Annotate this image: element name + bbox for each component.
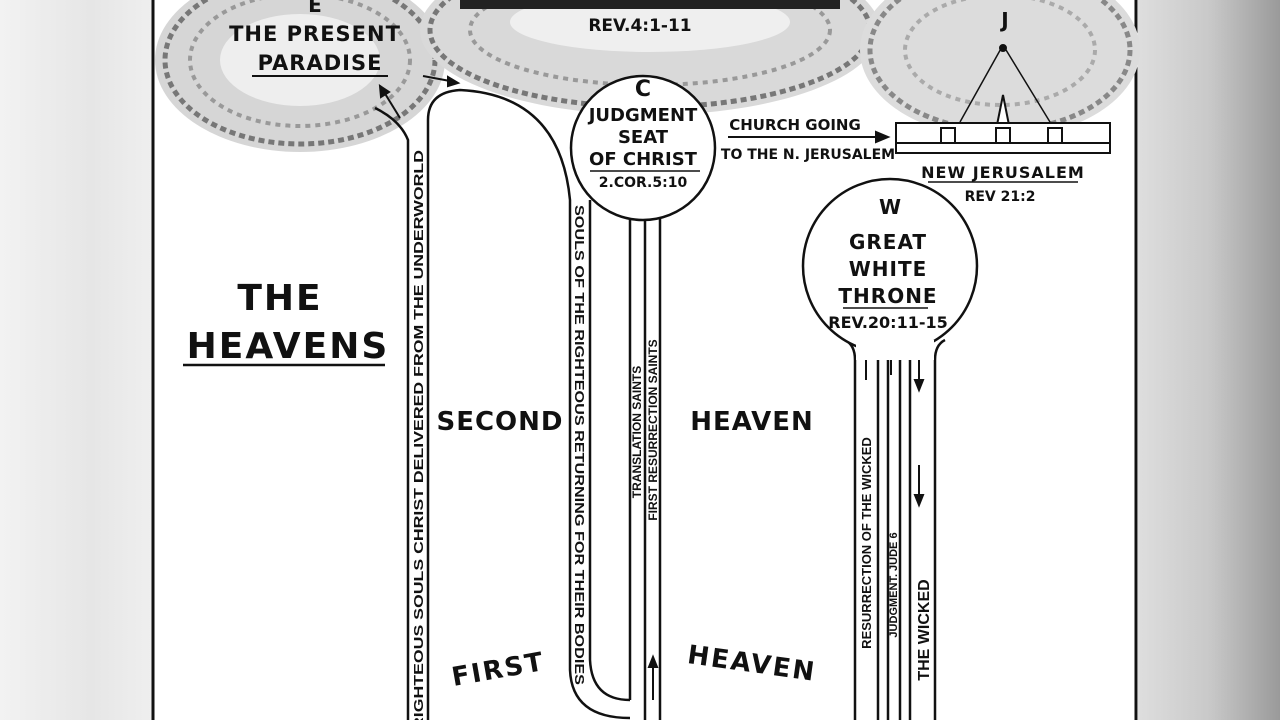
resurrection-wicked-label: RESURRECTION OF THE WICKED — [859, 437, 874, 649]
judgment-seat-letter: C — [635, 77, 651, 102]
throne-neck-mask — [856, 340, 934, 360]
left-background — [0, 0, 152, 720]
paradise-line1: THE PRESENT — [229, 22, 401, 46]
throne-building — [460, 0, 840, 9]
judgment-jude-label: JUDGMENT. JUDE 6 — [888, 532, 900, 637]
heavens-title-line1: THE — [237, 278, 322, 319]
paradise-letter: E — [308, 0, 322, 17]
translation-saints-label: TRANSLATION SAINTS — [630, 366, 644, 498]
righteous-delivered-label: RIGHTEOUS SOULS CHRIST DELIVERED FROM TH… — [411, 150, 426, 720]
judgment-seat-line1: JUDGMENT — [587, 105, 698, 126]
new-jerusalem-building — [895, 44, 1111, 154]
first-resurrection-label: FIRST RESURRECTION SAINTS — [646, 339, 660, 520]
throne-ref: REV.4:1-11 — [588, 16, 691, 36]
great-white-throne-ref: REV.20:11-15 — [828, 313, 947, 332]
great-white-throne-line1: GREAT — [849, 230, 927, 254]
paradise-line2: PARADISE — [258, 51, 383, 75]
great-white-throne-letter: W — [879, 195, 901, 219]
new-jerusalem-letter: J — [999, 8, 1008, 32]
church-going-label2: TO THE N. JERUSALEM — [721, 147, 895, 163]
great-white-throne-line3: THRONE — [838, 284, 937, 308]
judgment-seat-ref: 2.COR.5:10 — [599, 175, 688, 191]
judgment-seat-line2: SEAT — [618, 127, 669, 148]
new-jerusalem-ref: REV 21:2 — [965, 189, 1036, 205]
judgment-seat-circle — [569, 74, 717, 222]
new-jerusalem-title: NEW JERUSALEM — [921, 163, 1085, 182]
righteous-returning-label: SOULS OF THE RIGHTEOUS RETURNING FOR THE… — [572, 205, 587, 685]
right-background — [1138, 0, 1280, 720]
second-label: SECOND — [436, 407, 563, 437]
judgment-seat-line3: OF CHRIST — [589, 149, 698, 170]
second-heaven-label: HEAVEN — [690, 407, 814, 437]
heavens-title-line2: HEAVENS — [187, 326, 390, 367]
the-wicked-label: THE WICKED — [916, 579, 933, 680]
church-going-label: CHURCH GOING — [729, 116, 861, 134]
great-white-throne-line2: WHITE — [849, 257, 928, 281]
cloud-new-jerusalem — [860, 0, 1140, 138]
